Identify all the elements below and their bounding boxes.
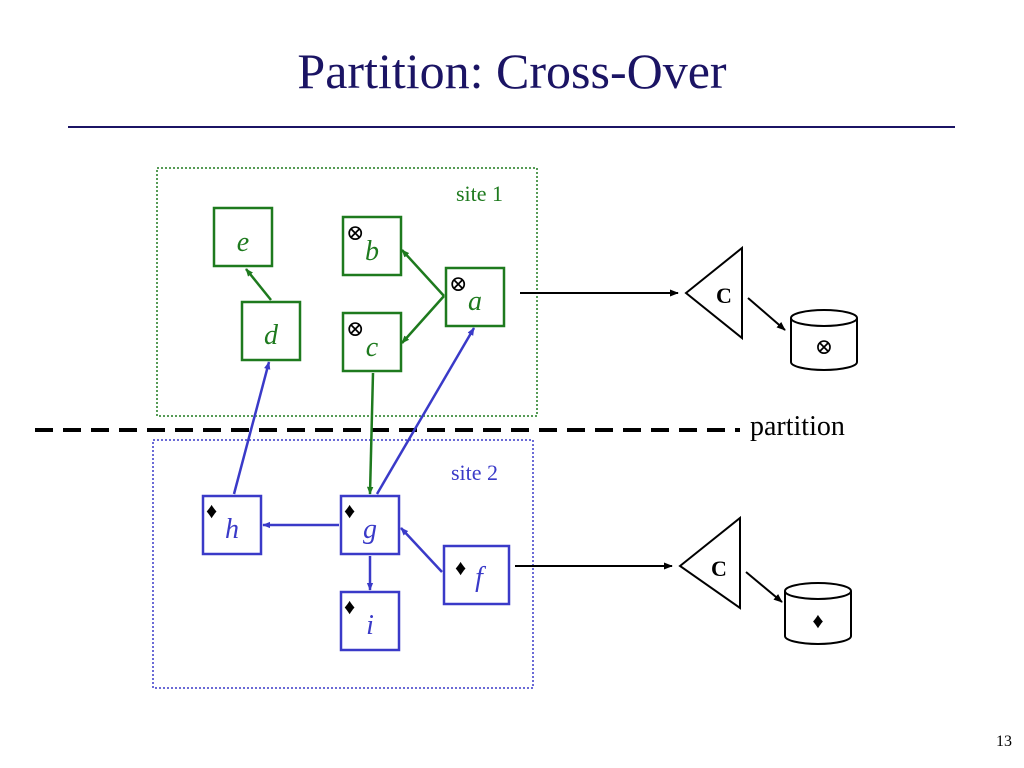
partition-label: partition	[750, 411, 845, 442]
title-rule	[68, 126, 955, 128]
node-i-marker: ♦	[344, 594, 355, 619]
edge-a-to-b	[401, 249, 445, 297]
store-bottom-cylinder: ♦	[784, 582, 852, 645]
edge-f-to-g	[400, 527, 443, 573]
site2-label: site 2	[451, 460, 498, 485]
node-g-marker: ♦	[344, 498, 355, 523]
edge-a-to-c	[401, 295, 445, 344]
node-e-label: e	[237, 227, 249, 258]
node-g-label: g	[363, 514, 377, 545]
site2-region	[152, 439, 534, 689]
node-b: ⊗ b	[341, 215, 403, 277]
node-c: ⊗ c	[341, 311, 403, 373]
checkpoint-top-label: C	[716, 283, 732, 308]
page-number: 13	[996, 733, 1012, 750]
store-top-cylinder: ⊗	[790, 309, 858, 371]
node-h-marker: ♦	[206, 498, 217, 523]
node-f: ♦ f	[442, 544, 511, 606]
slide-title: Partition: Cross-Over	[297, 43, 727, 99]
node-b-marker: ⊗	[346, 220, 364, 245]
node-f-marker: ♦	[455, 555, 466, 580]
node-d: d	[240, 300, 302, 362]
checkpoint-bottom-label: C	[711, 556, 727, 581]
node-a-label: a	[468, 286, 482, 317]
node-i: ♦ i	[339, 590, 401, 652]
node-g: ♦ g	[339, 494, 401, 556]
node-f-label: f	[475, 562, 486, 593]
checkpoint-bottom-triangle	[678, 515, 741, 610]
edge-d-to-e	[245, 268, 272, 301]
store-top-symbol: ⊗	[815, 334, 833, 359]
node-c-label: c	[366, 332, 379, 363]
node-d-label: d	[264, 320, 279, 351]
arrow-checkpoint-bottom-to-store	[745, 571, 783, 603]
edge-g-to-a	[375, 327, 476, 495]
node-b-label: b	[365, 236, 379, 267]
edges-layer	[232, 249, 476, 591]
node-e: e	[212, 206, 274, 268]
checkpoint-top-triangle	[684, 245, 743, 341]
edge-h-to-d	[232, 361, 271, 495]
node-a-marker: ⊗	[449, 271, 467, 296]
node-h-label: h	[225, 514, 239, 545]
site1-label: site 1	[456, 181, 503, 206]
node-c-marker: ⊗	[346, 316, 364, 341]
node-a: ⊗ a	[444, 266, 506, 328]
node-h: ♦ h	[201, 494, 263, 556]
edge-c-to-g	[366, 372, 375, 495]
node-i-label: i	[366, 610, 374, 641]
store-bottom-symbol: ♦	[812, 608, 823, 633]
arrow-checkpoint-top-to-store	[747, 297, 786, 331]
